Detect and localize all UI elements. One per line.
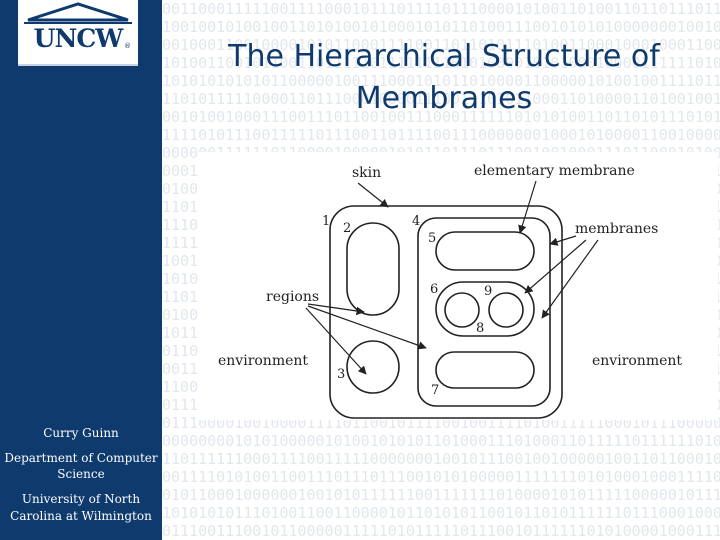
membrane-2: [346, 222, 400, 316]
arrow-elementary-membrane: [518, 180, 537, 234]
region-number-5: 5: [428, 231, 436, 246]
region-number-6: 6: [430, 282, 438, 297]
region-number-7: 7: [431, 383, 439, 398]
author-name: Curry Guinn: [43, 426, 119, 440]
region-number-4: 4: [412, 214, 420, 229]
arrow-membranes-3: [541, 239, 599, 319]
membrane-diagram-svg: skin elementary membrane membranes regio…: [218, 163, 682, 419]
membrane-5: [435, 231, 535, 271]
university-line-1: University of North: [21, 492, 141, 506]
sidebar: UNCW ® Curry Guinn Department of Compute…: [0, 0, 162, 540]
arrow-skin: [357, 182, 389, 208]
uncw-logo: UNCW ®: [18, 0, 138, 66]
region-number-3: 3: [337, 367, 345, 382]
slide-title: The Hierarchical Structure of Membranes: [168, 36, 720, 120]
label-environment-right: environment: [592, 353, 682, 369]
arrow-membranes-2: [524, 239, 587, 294]
skin-membrane: [329, 205, 563, 419]
membrane-3: [346, 340, 400, 394]
label-regions: regions: [266, 289, 319, 305]
region-number-1: 1: [322, 214, 330, 229]
slide-title-line-1: The Hierarchical Structure of: [228, 39, 660, 74]
university-line-2: Carolina at Wilmington: [10, 509, 152, 523]
department-line-1: Department of Computer: [4, 451, 158, 465]
membrane-9: [488, 292, 524, 328]
label-membranes: membranes: [575, 221, 658, 237]
arrow-regions-1: [307, 303, 365, 316]
slide-title-line-2: Membranes: [355, 81, 533, 116]
membrane-7: [435, 351, 535, 389]
region-number-2: 2: [343, 221, 351, 236]
label-environment-left: environment: [218, 353, 308, 369]
arrow-regions-3: [305, 307, 367, 375]
label-elementary-membrane: elementary membrane: [474, 163, 635, 179]
membrane-diagram: skin elementary membrane membranes regio…: [198, 152, 718, 420]
logo-text: UNCW: [33, 24, 124, 53]
label-skin: skin: [352, 165, 381, 181]
membrane-6: [435, 281, 535, 337]
region-number-9: 9: [484, 284, 492, 299]
membrane-8: [444, 292, 480, 328]
building-icon: [24, 2, 132, 24]
arrow-regions-2: [307, 305, 427, 350]
arrow-membranes-1: [549, 235, 577, 246]
membrane-4: [417, 217, 551, 407]
region-number-8: 8: [476, 321, 484, 336]
department-line-2: Science: [57, 467, 105, 481]
registered-mark: ®: [124, 42, 131, 50]
